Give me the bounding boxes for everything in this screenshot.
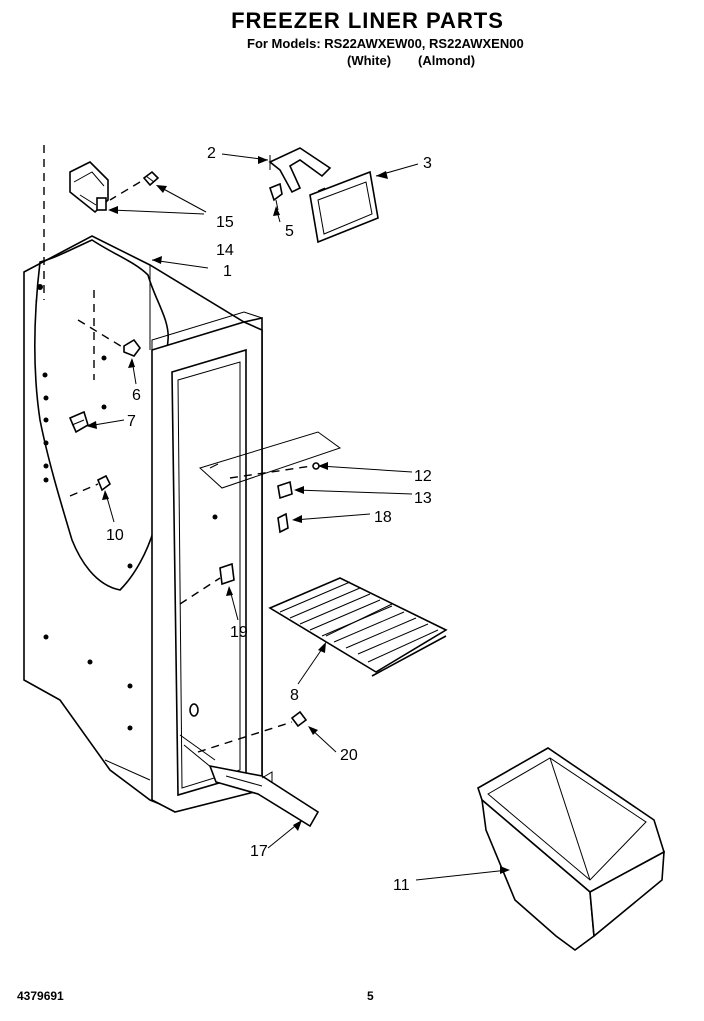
rail-part-17 bbox=[208, 764, 320, 828]
callout-15: 15 bbox=[216, 214, 234, 231]
bin-part-11 bbox=[477, 747, 665, 951]
clip-part-6 bbox=[77, 319, 141, 357]
page-title: FREEZER LINER PARTS bbox=[231, 8, 504, 33]
color-almond-label: (Almond) bbox=[418, 53, 476, 68]
callout-12: 12 bbox=[414, 468, 432, 485]
screw-part-5 bbox=[269, 182, 283, 211]
callout-20: 20 bbox=[340, 747, 358, 764]
callout-19: 19 bbox=[230, 624, 248, 641]
color-white-label: (White) bbox=[347, 53, 392, 68]
cover-part-3 bbox=[309, 170, 379, 244]
models-line: For Models: RS22AWXEW00, RS22AWXEN00 bbox=[247, 36, 524, 51]
screw-part-10 bbox=[69, 474, 112, 497]
freezer-liner-part-1 bbox=[23, 145, 263, 813]
callout-5: 5 bbox=[285, 223, 294, 240]
callout-6: 6 bbox=[132, 387, 141, 404]
callout-13: 13 bbox=[414, 490, 432, 507]
callout-18: 18 bbox=[374, 509, 392, 526]
callout-17: 17 bbox=[250, 843, 268, 860]
callout-1: 1 bbox=[223, 263, 232, 280]
wire-shelf-part-8 bbox=[268, 577, 448, 677]
callout-2: 2 bbox=[207, 145, 216, 162]
mount-bracket-part-2 bbox=[268, 147, 332, 194]
screw-part-20 bbox=[197, 710, 308, 753]
page-number: 5 bbox=[367, 989, 374, 1003]
screw-part-15 bbox=[109, 170, 160, 201]
callout-8: 8 bbox=[290, 687, 299, 704]
callout-10: 10 bbox=[106, 527, 124, 544]
shelf-support-parts bbox=[199, 431, 342, 534]
bracket-part-14 bbox=[69, 161, 109, 214]
callout-7: 7 bbox=[127, 413, 136, 430]
callout-14: 14 bbox=[216, 242, 234, 259]
callout-3: 3 bbox=[423, 155, 432, 172]
callout-leaders bbox=[86, 153, 510, 881]
part-number: 4379691 bbox=[17, 989, 64, 1003]
bracket-part-19 bbox=[179, 562, 235, 605]
callout-11: 11 bbox=[393, 877, 410, 894]
